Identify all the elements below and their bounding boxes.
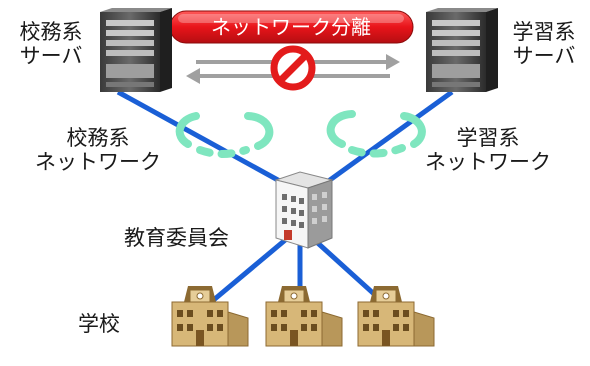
prohibited-icon (270, 45, 316, 91)
admin-network-label: 校務系 ネットワーク (28, 126, 168, 174)
learning-network-label-line1: 学習系 (456, 126, 520, 150)
link-school-right (308, 234, 386, 305)
learning-network-label-line2: ネットワーク (425, 150, 551, 175)
learning-server-label-line1: 学習系 (512, 20, 576, 44)
board-of-education-label: 教育委員会 (124, 226, 229, 250)
wireless-signal-icon (175, 110, 426, 158)
admin-network-label-line2: ネットワーク (35, 150, 161, 175)
link-admin-server (116, 89, 298, 193)
learning-server-label: 学習系 サーバ (500, 20, 588, 68)
network-separation-label: ネットワーク分離 (211, 15, 371, 39)
admin-network-label-line1: 校務系 (66, 126, 130, 150)
admin-server-label-line2: サーバ (19, 44, 83, 69)
school-label: 学校 (78, 312, 120, 336)
office-building-icon (274, 171, 334, 249)
learning-server-label-line2: サーバ (512, 44, 576, 69)
network-links (116, 89, 454, 305)
admin-server-icon (100, 8, 172, 92)
link-school-left (208, 234, 292, 305)
school-building-icon (171, 286, 435, 347)
admin-server-label: 校務系 サーバ (6, 20, 96, 68)
network-separation-banner (169, 10, 414, 44)
learning-server-icon (426, 8, 498, 92)
link-learning-server (314, 89, 454, 193)
learning-network-label: 学習系 ネットワーク (418, 126, 558, 174)
admin-server-label-line1: 校務系 (19, 20, 83, 44)
